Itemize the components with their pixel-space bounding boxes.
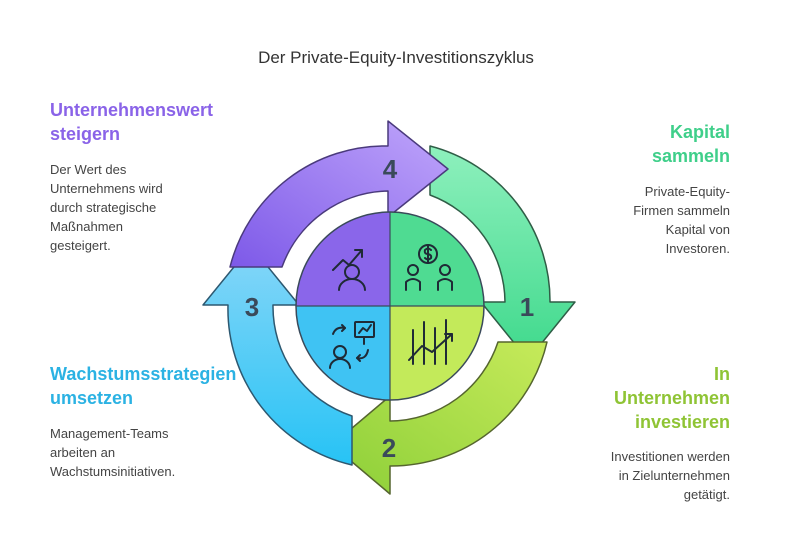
step-2-desc-line: getätigt. (683, 487, 730, 502)
step-1-heading-line: sammeln (651, 146, 730, 166)
cycle-arrow-4 (229, 120, 449, 268)
step-4-number: 4 (383, 154, 398, 184)
quadrant-4 (296, 212, 390, 306)
step-1-heading: Kapital sammeln (652, 120, 730, 168)
trend-person-icon (332, 249, 366, 291)
growth-chart-icon (408, 319, 453, 365)
step-4-desc-line: durch strategische (50, 200, 157, 215)
step-1-heading-line: Kapital (669, 122, 730, 142)
step-4-description: Der Wert des Unternehmens wird durch str… (50, 160, 163, 255)
step-4-heading-line: Unternehmenswert (50, 100, 214, 120)
diagram-title: Der Private-Equity-Investitionszyklus (258, 48, 534, 67)
quadrant-3 (296, 306, 390, 400)
step-2-heading-line: In (714, 364, 730, 384)
step-2-heading: In Unternehmen investieren (614, 362, 730, 434)
step-3-description: Management-Teams arbeiten an Wachstumsin… (50, 424, 175, 481)
step-1-number: 1 (520, 292, 534, 322)
quadrant-1 (390, 212, 484, 306)
step-4-desc-line: gesteigert. (50, 238, 111, 253)
step-2-description: Investitionen werden in Zielunternehmen … (611, 447, 730, 504)
presentation-person-icon (329, 321, 375, 369)
step-3-heading: Wachstumsstrategien umsetzen (50, 362, 236, 410)
step-2-number: 2 (382, 433, 396, 463)
step-4-heading: Unternehmenswert steigern (50, 98, 213, 146)
step-1-description: Private-Equity- Firmen sammeln Kapital v… (633, 182, 730, 258)
step-1-desc-line: Kapital von (665, 222, 730, 237)
step-4-desc-line: Unternehmens wird (50, 181, 163, 196)
step-3-number: 3 (245, 292, 259, 322)
money-people-icon (405, 244, 453, 291)
step-2-desc-line: in Zielunternehmen (618, 468, 730, 483)
cycle-arrow-2 (331, 341, 548, 495)
step-1-desc-line: Firmen sammeln (633, 203, 730, 218)
cycle-arrow-1 (429, 145, 576, 361)
step-4-desc-line: Maßnahmen (50, 219, 123, 234)
quadrant-2 (390, 306, 484, 400)
step-3-heading-line: umsetzen (50, 388, 134, 408)
step-3-heading-line: Wachstumsstrategien (50, 364, 237, 384)
step-1-desc-line: Private-Equity- (644, 184, 730, 199)
step-4-desc-line: Der Wert des (50, 162, 127, 177)
step-4-heading-line: steigern (50, 124, 121, 144)
step-2-heading-line: investieren (634, 412, 730, 432)
step-2-desc-line: Investitionen werden (610, 449, 730, 464)
cycle-arrow-3 (202, 245, 353, 466)
step-3-desc-line: Wachstumsinitiativen. (50, 464, 176, 479)
step-1-desc-line: Investoren. (665, 241, 730, 256)
step-2-heading-line: Unternehmen (613, 388, 730, 408)
step-3-desc-line: Management-Teams (50, 426, 169, 441)
inner-disc (295, 211, 485, 401)
step-3-desc-line: arbeiten an (50, 445, 116, 460)
